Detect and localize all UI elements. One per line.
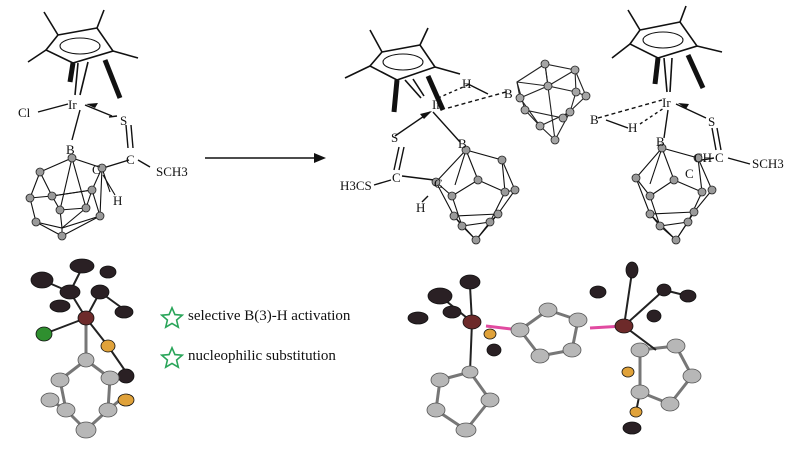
left-c1-label: C: [92, 162, 101, 177]
left-c2-label: C: [126, 152, 135, 167]
mid-b-right-label: B: [590, 112, 599, 127]
mid-ir-left-label: Ir: [432, 97, 441, 112]
left-core-bonds: [37, 103, 151, 169]
mid-h-lower-left-label: H: [416, 200, 425, 215]
left-cp-star-ring: [27, 9, 139, 99]
right-crystal-structure: [407, 261, 702, 438]
right-b-label: B: [656, 134, 665, 149]
middle-cage-atoms: [515, 59, 591, 145]
left-cl-label: Cl: [18, 105, 31, 120]
mid-left-arrowhead: [420, 111, 432, 119]
mid-c-left2-label: C: [434, 176, 443, 191]
mid-h-right-label: H: [628, 120, 637, 135]
mid-c-left-label: C: [392, 170, 401, 185]
right-c2-label: C: [685, 166, 694, 181]
right-bonds: [597, 99, 751, 165]
mid-s-left-label: S: [391, 130, 398, 145]
left-ir-label: Ir: [68, 97, 77, 112]
right-cp-star: [611, 5, 723, 93]
right-ch-label: CH: [694, 150, 712, 165]
star-outline-icon: [160, 306, 184, 329]
note-nucleophilic-substitution: nucleophilic substitution: [188, 348, 336, 364]
star-outline-icon: [160, 346, 184, 369]
left-crystal-structure: [30, 258, 135, 439]
note-selective-activation: selective B(3)-H activation: [188, 308, 351, 324]
mid-b-left-label: B: [504, 86, 513, 101]
right-c-label: C: [715, 150, 724, 165]
left-b-label: B: [66, 142, 75, 157]
right-arrowhead: [678, 103, 689, 109]
mid-b-lower-left-label: B: [458, 136, 467, 151]
right-sch3-label: SCH3: [752, 156, 784, 171]
left-cage-atoms: [25, 153, 107, 241]
mid-left-cage-atoms: [431, 145, 520, 245]
right-ir-label: Ir: [662, 95, 671, 110]
left-arrowhead: [86, 103, 98, 108]
mid-left-cp-star: [344, 27, 461, 113]
right-s-label: S: [708, 114, 715, 129]
right-cage-atoms: [631, 143, 717, 245]
left-s-label: S: [120, 113, 127, 128]
left-h-label: H: [113, 193, 122, 208]
mid-h-left-label: H: [462, 76, 471, 91]
mid-h3cs-label: H3CS: [340, 178, 372, 193]
reaction-arrow: [205, 153, 326, 163]
left-sch3-label: SCH3: [156, 164, 188, 179]
middle-boron-cage: [516, 63, 587, 141]
